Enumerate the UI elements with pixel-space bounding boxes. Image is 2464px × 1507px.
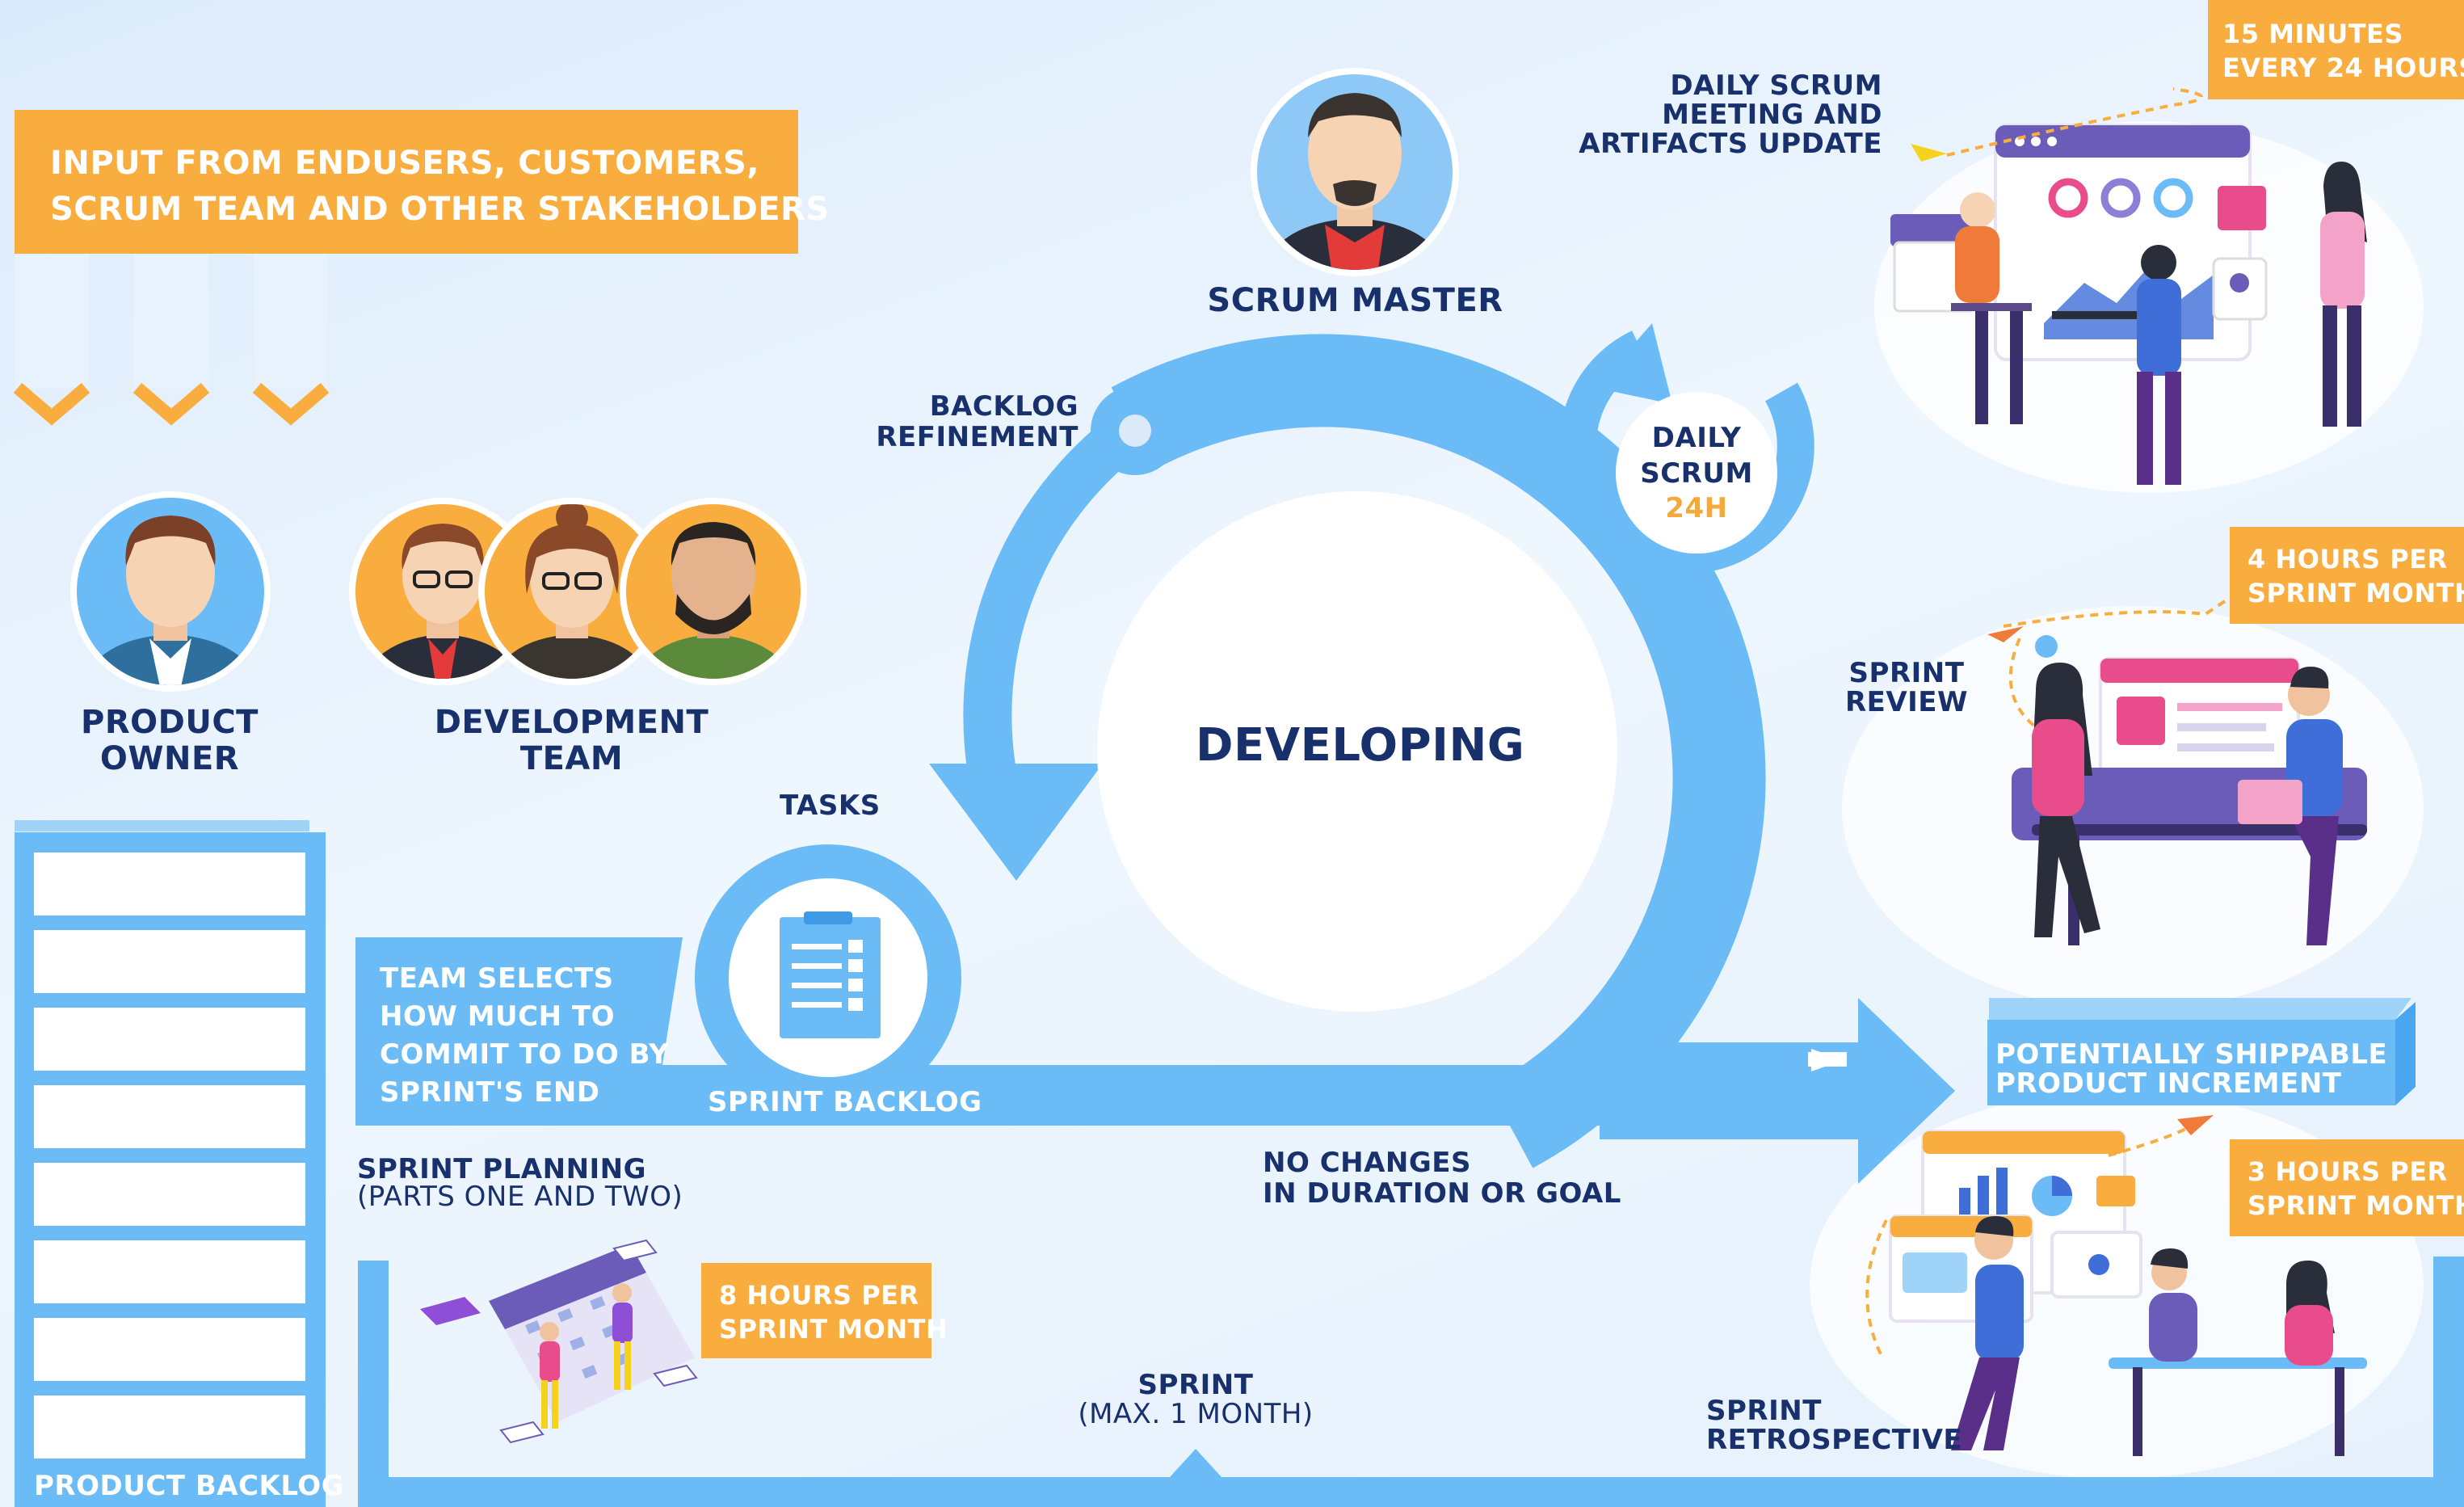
daily-scrum-meeting-label: DAILY SCRUM MEETING AND ARTIFACTS UPDATE <box>1579 69 1882 161</box>
input-chevrons <box>13 255 330 426</box>
product-owner-avatar <box>70 491 271 692</box>
daily-scrum-time-box: 15 MINUTES EVERY 24 HOURS <box>2208 0 2464 99</box>
product-owner-label: PRODUCT OWNER <box>81 704 259 777</box>
developing-cycle <box>929 334 1766 1168</box>
development-team-label: DEVELOPMENT TEAM <box>434 704 709 777</box>
product-backlog-label: PRODUCT BACKLOG <box>34 1470 345 1502</box>
daily-scrum-illustration <box>1890 87 2367 485</box>
sprint-review-label: SPRINT REVIEW <box>1844 657 1969 719</box>
daily-scrum-loop-label: DAILY SCRUM <box>1640 422 1753 490</box>
no-changes-label: NO CHANGES IN DURATION OR GOAL <box>1263 1147 1621 1210</box>
sprint-review-illustration <box>1987 596 2367 945</box>
sprint-planning-label: SPRINT PLANNING <box>357 1153 647 1185</box>
sprint-backlog-node <box>695 844 961 1111</box>
sprint-retrospective-time-box: 3 HOURS PER SPRINT MONTH <box>2230 1139 2464 1236</box>
increment-arrow-marker <box>1808 1052 1847 1067</box>
sprint-planning-time-box: 8 HOURS PER SPRINT MONTH <box>701 1263 948 1358</box>
scrum-master-label: SCRUM MASTER <box>1207 282 1503 319</box>
sprint-review-time-box: 4 HOURS PER SPRINT MONTH <box>2230 527 2464 624</box>
sprint-retrospective-label: SPRINT RETROSPECTIVE <box>1706 1395 1963 1457</box>
sprint-label: SPRINT <box>1137 1369 1254 1401</box>
sprint-bracket <box>358 1257 2464 1507</box>
product-backlog-column <box>15 820 326 1507</box>
developing-label: DEVELOPING <box>1196 719 1525 772</box>
sprint-backlog-label: SPRINT BACKLOG <box>708 1086 982 1118</box>
sprint-planning-parts: (PARTS ONE AND TWO) <box>357 1181 683 1213</box>
scrum-master-avatar <box>1251 68 1459 276</box>
tasks-label: TASKS <box>780 789 881 822</box>
development-team-avatars <box>349 498 807 685</box>
backlog-refinement-label: BACKLOG REFINEMENT <box>876 390 1079 454</box>
increment-box <box>1987 998 2416 1105</box>
input-from-stakeholders-text: INPUT FROM ENDUSERS, CUSTOMERS, SCRUM TE… <box>50 145 830 228</box>
sprint-planning-illustration <box>420 1239 698 1444</box>
input-from-stakeholders-box: INPUT FROM ENDUSERS, CUSTOMERS, SCRUM TE… <box>15 110 830 254</box>
daily-scrum-loop <box>1558 323 1814 574</box>
team-selects-text: TEAM SELECTS HOW MUCH TO COMMIT TO DO BY… <box>380 962 670 1109</box>
daily-scrum-frequency: 24H <box>1665 492 1728 524</box>
sprint-retrospective-illustration <box>1865 1115 2367 1456</box>
increment-label: POTENTIALLY SHIPPABLE PRODUCT INCREMENT <box>1995 1038 2388 1100</box>
sprint-duration: (MAX. 1 MONTH) <box>1078 1398 1314 1430</box>
team-selects-tab <box>355 937 683 1126</box>
